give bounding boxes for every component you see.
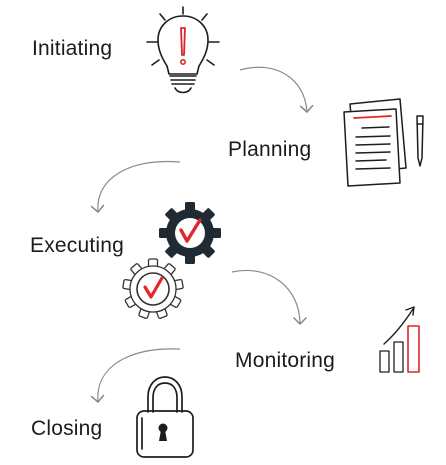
dark-gear-icon (159, 202, 221, 264)
flow-arrow-planning-to-executing (90, 160, 181, 214)
document-accent-line (353, 115, 392, 119)
phase-label-closing: Closing (31, 417, 103, 440)
document-pen-icon (343, 98, 424, 187)
phase-label-executing: Executing (30, 234, 125, 257)
bar-chart-arrow-icon (379, 306, 420, 373)
padlock-icon (136, 376, 194, 458)
phase-label-monitoring: Monitoring (235, 349, 336, 372)
phase-label-initiating: Initiating (32, 37, 113, 60)
outline-gear-icon (122, 258, 184, 319)
flow-arrow-initiating-to-planning (239, 66, 314, 114)
lightbulb-exclamation-icon (180, 27, 187, 65)
lightbulb-icon (146, 6, 220, 94)
phase-label-planning: Planning (228, 138, 312, 161)
gears-checkmark-icon (122, 202, 221, 319)
flow-arrow-executing-to-monitoring (231, 269, 307, 326)
flow-arrow-monitoring-to-closing (90, 348, 181, 404)
